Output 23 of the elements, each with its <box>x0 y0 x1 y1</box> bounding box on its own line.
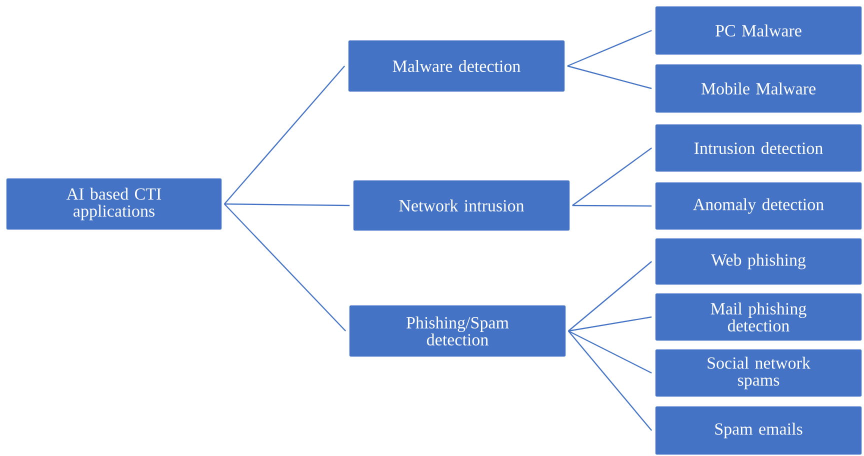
connector-line <box>568 261 652 332</box>
connector-line <box>572 148 652 206</box>
connector-line <box>568 330 652 374</box>
text-box: Intrusion detection <box>654 124 862 172</box>
connector-line <box>567 30 652 67</box>
text-box: Mobile Malware <box>654 64 862 114</box>
connector-line <box>224 203 350 206</box>
connector-line <box>224 204 346 332</box>
text-box: Network intrusion <box>352 180 570 232</box>
text-box: AI based CTI applications <box>6 178 222 230</box>
connector-line <box>568 330 652 431</box>
text-box: Phishing/Spam detection <box>348 304 566 358</box>
text-box: Web phishing <box>654 238 862 286</box>
text-box: Malware detection <box>348 40 566 92</box>
connector-line <box>224 66 346 204</box>
connector-line <box>572 204 652 207</box>
text-box: PC Malware <box>654 6 862 56</box>
text-box: Anomaly detection <box>654 182 862 230</box>
text-box: Social network spams <box>654 348 862 398</box>
connector-line <box>568 316 652 332</box>
connector-line <box>567 65 652 90</box>
text-box: Spam emails <box>654 406 862 456</box>
text-box: Mail phishing detection <box>654 292 862 342</box>
